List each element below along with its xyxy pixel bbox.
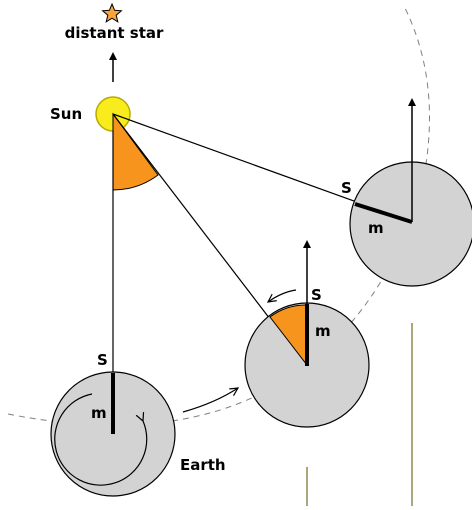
earth-position-2: S m	[244, 240, 370, 428]
sun-angle-wedge	[112, 112, 159, 191]
earth-position-3: S m	[341, 98, 472, 287]
earth-label: Earth	[180, 456, 226, 474]
sidereal-marker-label: m	[368, 219, 384, 237]
rotation-arrow-icon	[268, 289, 297, 302]
sidereal-marker-label: m	[91, 404, 107, 422]
sun-label: Sun	[50, 105, 82, 123]
solar-marker-label: S	[311, 286, 322, 304]
orbit-motion-arrow-1	[182, 388, 238, 413]
solar-marker-label: S	[97, 351, 108, 369]
star-icon	[101, 2, 123, 23]
sidereal-marker-label: m	[315, 322, 331, 340]
meridian-marker	[354, 202, 413, 224]
rotation-arrow-icon	[54, 393, 148, 486]
distant-star-label: distant star	[65, 24, 164, 42]
solar-marker-label: S	[341, 179, 352, 197]
earth-position-1: S m	[50, 351, 176, 497]
